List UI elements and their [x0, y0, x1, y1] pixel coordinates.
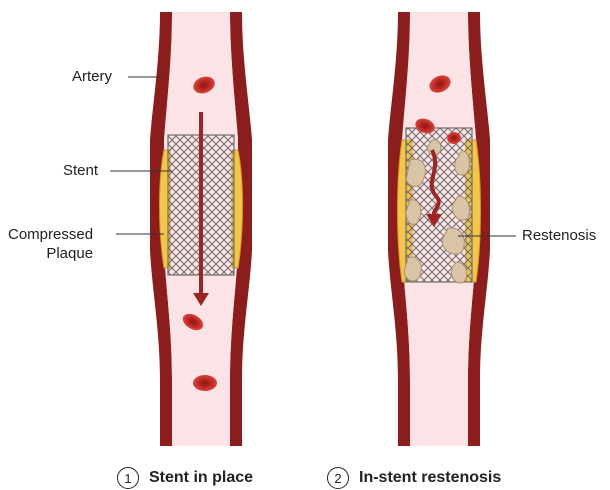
caption-stent-in-place: 1 Stent in place: [117, 466, 253, 490]
artery-in-stent-restenosis: [388, 12, 490, 446]
caption-in-stent-restenosis: 2 In-stent restenosis: [327, 466, 501, 490]
label-compressed-plaque: Compressed Plaque: [8, 225, 93, 263]
red-blood-cell: [193, 375, 217, 391]
label-artery: Artery: [72, 68, 112, 85]
red-blood-cell: [447, 132, 461, 144]
label-stent: Stent: [63, 162, 98, 179]
caption-text-2: In-stent restenosis: [359, 469, 501, 487]
artery-stent-in-place: [150, 12, 252, 446]
caption-text-1: Stent in place: [149, 469, 253, 487]
label-restenosis: Restenosis: [522, 227, 596, 244]
caption-number-2: 2: [327, 467, 349, 489]
caption-number-1: 1: [117, 467, 139, 489]
